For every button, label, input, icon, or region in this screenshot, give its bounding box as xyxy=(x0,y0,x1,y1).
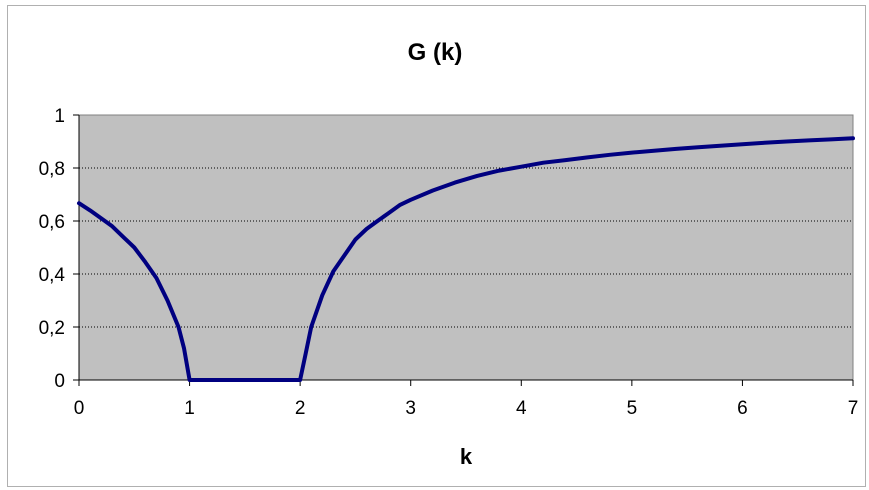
x-tick-label: 0 xyxy=(74,398,85,419)
y-tick-label: 0,2 xyxy=(39,318,65,339)
series-line xyxy=(77,136,855,382)
chart-title: G (k) xyxy=(408,39,463,66)
y-tick-label: 0,4 xyxy=(39,265,66,286)
x-tick-label: 5 xyxy=(627,398,638,419)
x-tick-label: 1 xyxy=(184,398,195,419)
x-tick-label: 4 xyxy=(516,398,527,419)
y-tick-label: 0,6 xyxy=(39,212,65,233)
gridlines xyxy=(79,167,853,328)
x-ticks: 0 1 2 3 4 5 6 7 xyxy=(74,380,859,419)
x-axis-title: k xyxy=(460,444,473,469)
x-tick-label: 3 xyxy=(405,398,416,419)
series-layer xyxy=(77,136,855,382)
y-tick-label: 1 xyxy=(54,106,65,127)
y-tick-label: 0 xyxy=(54,371,65,392)
x-tick-label: 6 xyxy=(737,398,748,419)
y-tick-label: 0,8 xyxy=(39,159,65,180)
plot-background xyxy=(78,114,854,381)
x-tick-label: 7 xyxy=(848,398,859,419)
x-tick-label: 2 xyxy=(295,398,306,419)
y-ticks: 0 0,2 0,4 0,6 0,8 1 xyxy=(39,106,79,392)
